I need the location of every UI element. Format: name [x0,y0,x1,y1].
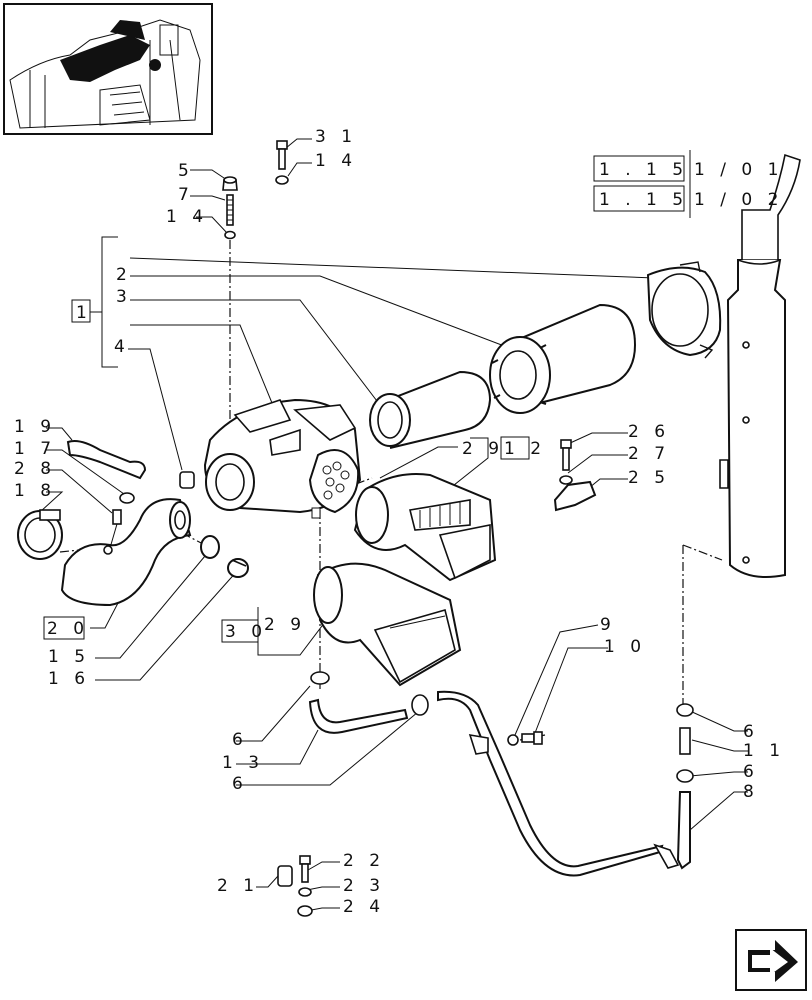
screw-10-icon [521,731,543,745]
callout-6c: 6 [743,722,759,742]
bolt-22-icon [299,855,311,883]
callout-6a: 6 [232,730,248,750]
callout-19: 1 9 [14,417,56,437]
nut-5-icon [222,176,238,191]
callout-16: 1 6 [48,669,90,689]
sensor-28-icon [103,509,122,555]
washer-14-icon [275,175,289,185]
drain-pipe-icon [437,690,680,877]
washer-9-icon [507,734,519,746]
clamp-6b-icon [411,694,429,716]
callout-30: 3 0 [225,622,267,642]
safety-filter-3-icon [369,370,492,449]
intake-duct-12-icon [353,473,497,582]
callout-15: 1 5 [48,647,90,667]
callout-10: 1 0 [604,637,646,657]
callout-22: 2 2 [343,851,385,871]
stud-4-icon [179,471,195,489]
callout-27: 2 7 [628,444,670,464]
callout-9: 9 [600,615,616,635]
ref-2-page[interactable]: 1 / 0 2 [694,190,783,210]
callout-31: 3 1 [315,127,357,147]
ref-box-1 [593,155,685,182]
washer-14b-icon [224,230,236,240]
callout-8: 8 [743,782,759,802]
engine-location-thumbnail-icon [3,3,213,135]
callout-18: 1 8 [14,481,56,501]
clamp-6d-icon [676,769,694,783]
callout-26: 2 6 [628,422,670,442]
clamp-18-icon [17,509,63,560]
bolt-26-icon [560,439,572,471]
spacer-21-icon [277,865,293,887]
clamp-6c-icon [676,703,694,717]
callout-21: 2 1 [217,876,259,896]
callout-23: 2 3 [343,876,385,896]
hose-13-icon [308,698,409,734]
tube-11-icon [679,727,691,755]
callout-5: 5 [178,161,194,181]
elbow-hose-20-icon [60,498,192,607]
callout-7: 7 [178,185,194,205]
ref-1-page[interactable]: 1 / 0 1 [694,160,783,180]
callout-29a: 2 9 [462,439,504,459]
ref-2-section[interactable]: 1 . 1 5 [599,190,688,210]
callout-17: 1 7 [14,439,56,459]
hose-8-icon [676,791,691,870]
callout-28: 2 8 [14,459,56,479]
next-page-arrow-icon[interactable] [735,929,807,991]
ref-1-section[interactable]: 1 . 1 5 [599,160,688,180]
callout-1: 1 [76,303,92,323]
air-filter-housing-icon [203,398,362,519]
reference-labels: 1 . 1 5 1 / 0 1 1 . 1 5 1 / 0 2 [599,160,783,210]
callout-14a: 1 4 [315,151,357,171]
callout-29b: 2 9 [264,615,306,635]
washer-23-icon [298,887,312,897]
callout-4: 4 [114,337,130,357]
leader-lines [39,138,748,912]
callout-12: 1 2 [504,439,546,459]
callout-6d: 6 [743,762,759,782]
stud-7-icon [226,194,234,226]
cap-16-icon [227,558,249,578]
hose-19-icon [66,440,147,480]
callout-6b: 6 [232,774,248,794]
kit-bracket [101,236,118,368]
callout-13: 1 3 [222,753,264,773]
callout-25: 2 5 [628,468,670,488]
intake-duct-29-icon [313,562,462,687]
clamp-15-icon [200,535,220,559]
callout-14b: 1 4 [166,207,208,227]
clamp-17-icon [119,492,135,504]
clamp-6a-icon [310,671,330,685]
filter-cover-icon [646,261,722,359]
ref-box-2 [593,185,685,212]
main-filter-2-icon [489,303,637,414]
bolt-31-icon [276,140,288,170]
nut-24-icon [297,905,313,917]
exhaust-stack-icon [719,153,801,578]
callout-11: 1 1 [743,741,785,761]
washer-27-icon [559,475,573,485]
callout-3: 3 [116,287,132,307]
callout-labels: 3 1 1 4 5 7 1 4 2 3 1 4 1 9 1 7 2 8 1 8 … [14,127,785,917]
callout-20: 2 0 [47,619,89,639]
callout-24: 2 4 [343,897,385,917]
bracket-25-icon [553,480,597,512]
callout-2: 2 [116,265,132,285]
